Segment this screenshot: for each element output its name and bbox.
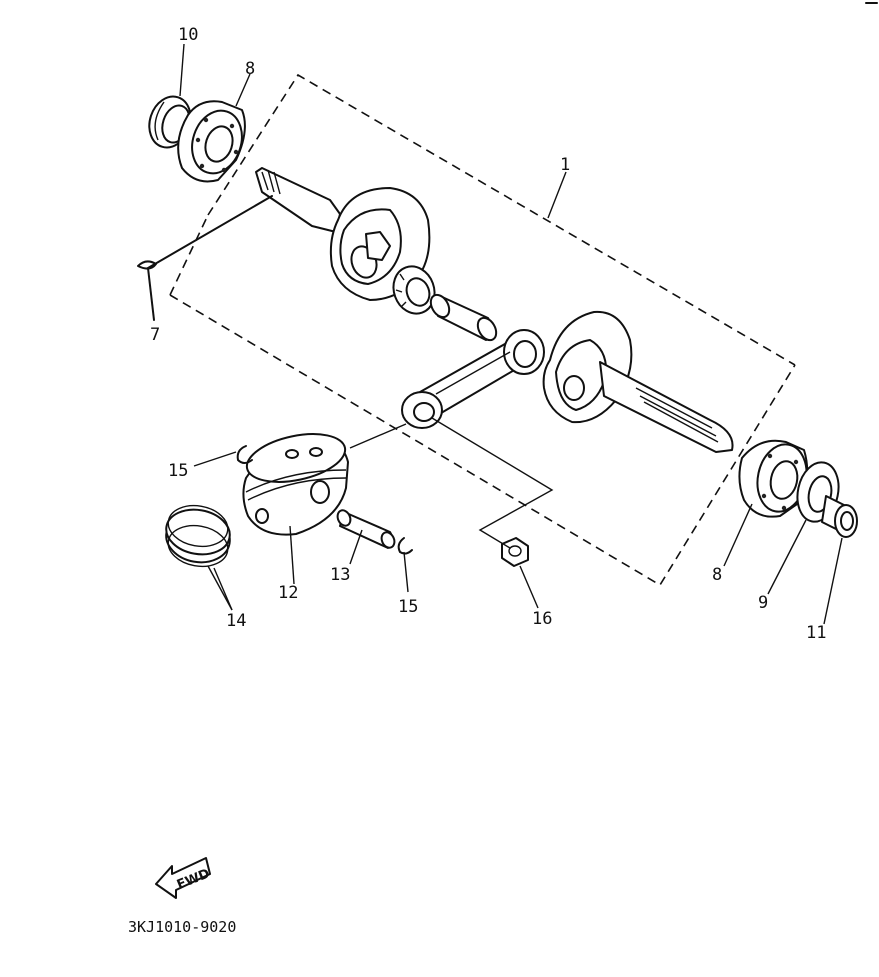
woodruff-key [137,195,273,321]
piston-rings [165,504,231,568]
callout-1: 1 [560,155,570,175]
crankshaft-assembly-boundary [169,73,796,587]
crankshaft-right-half [542,310,734,453]
crank-pin [429,293,498,342]
callout-15-upper: 15 [168,461,188,481]
circlip-upper [236,445,253,464]
callout-16: 16 [532,609,552,629]
bearing-right [738,439,809,518]
callout-14: 14 [226,611,246,631]
callout-13: 13 [330,565,350,585]
callout-15-lower: 15 [398,597,418,617]
bearing-left [177,100,246,183]
nut [501,537,529,567]
circlip-lower [397,537,413,555]
callout-7: 7 [150,325,160,345]
piston-pin [336,509,396,549]
callout-11: 11 [806,623,826,643]
leader-lines [179,43,843,625]
callout-8-right: 8 [712,565,722,585]
collar [821,495,858,538]
callout-8-left: 8 [245,59,255,79]
fwd-arrow-icon: FWD [155,857,212,899]
callout-10: 10 [178,25,198,45]
connecting-rod [401,329,545,429]
callout-12: 12 [278,583,298,603]
callout-9: 9 [758,593,768,613]
needle-bearing [392,265,436,315]
piston [242,433,349,536]
drawing-code: 3KJ1010-9020 [128,918,236,936]
